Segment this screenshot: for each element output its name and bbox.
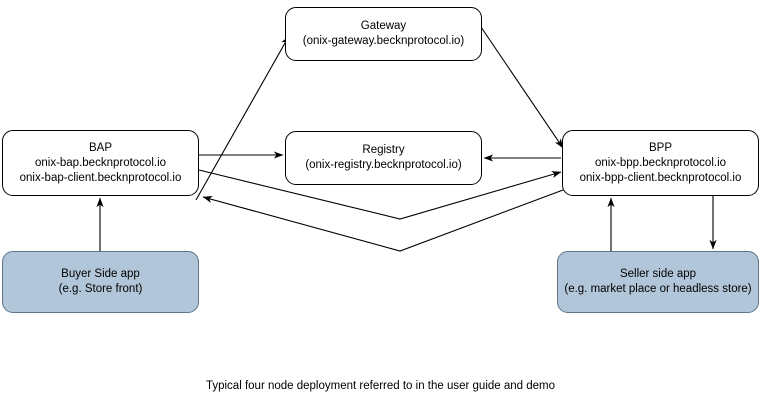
node-bap[interactable]: BAP onix-bap.becknprotocol.io onix-bap-c… [2, 130, 199, 196]
node-seller-side-app-line-1: Seller side app [619, 268, 697, 280]
node-gateway-line-2: (onix-gateway.becknprotocol.io) [302, 35, 465, 47]
node-registry[interactable]: Registry (onix-registry.becknprotocol.io… [285, 131, 482, 185]
edge-bap-to-gateway [195, 35, 290, 201]
node-registry-line-2: (onix-registry.becknprotocol.io) [305, 159, 462, 171]
node-buyer-side-app-line-1: Buyer Side app [61, 268, 140, 280]
node-gateway[interactable]: Gateway (onix-gateway.becknprotocol.io) [285, 7, 482, 61]
node-bpp[interactable]: BPP onix-bpp.becknprotocol.io onix-bpp-c… [562, 130, 759, 196]
node-buyer-side-app-line-2: (e.g. Store front) [58, 283, 143, 295]
node-registry-line-1: Registry [362, 144, 405, 156]
node-seller-side-app[interactable]: Seller side app (e.g. market place or he… [557, 251, 759, 313]
node-gateway-line-1: Gateway [360, 20, 407, 32]
node-bap-line-3: onix-bap-client.becknprotocol.io [19, 171, 182, 184]
node-bpp-line-3: onix-bpp-client.becknprotocol.io [579, 171, 742, 184]
node-seller-side-app-line-2: (e.g. market place or headless store) [564, 283, 752, 295]
node-bap-line-1: BAP [88, 141, 112, 154]
node-bap-line-2: onix-bap.becknprotocol.io [34, 156, 167, 169]
edge-gateway-to-bpp [480, 26, 564, 149]
node-bpp-line-2: onix-bpp.becknprotocol.io [594, 156, 727, 169]
edge-bpp-to-bap [202, 189, 564, 252]
diagram-caption: Typical four node deployment referred to… [205, 380, 556, 392]
node-buyer-side-app[interactable]: Buyer Side app (e.g. Store front) [2, 251, 199, 313]
node-bpp-line-1: BPP [648, 141, 672, 154]
